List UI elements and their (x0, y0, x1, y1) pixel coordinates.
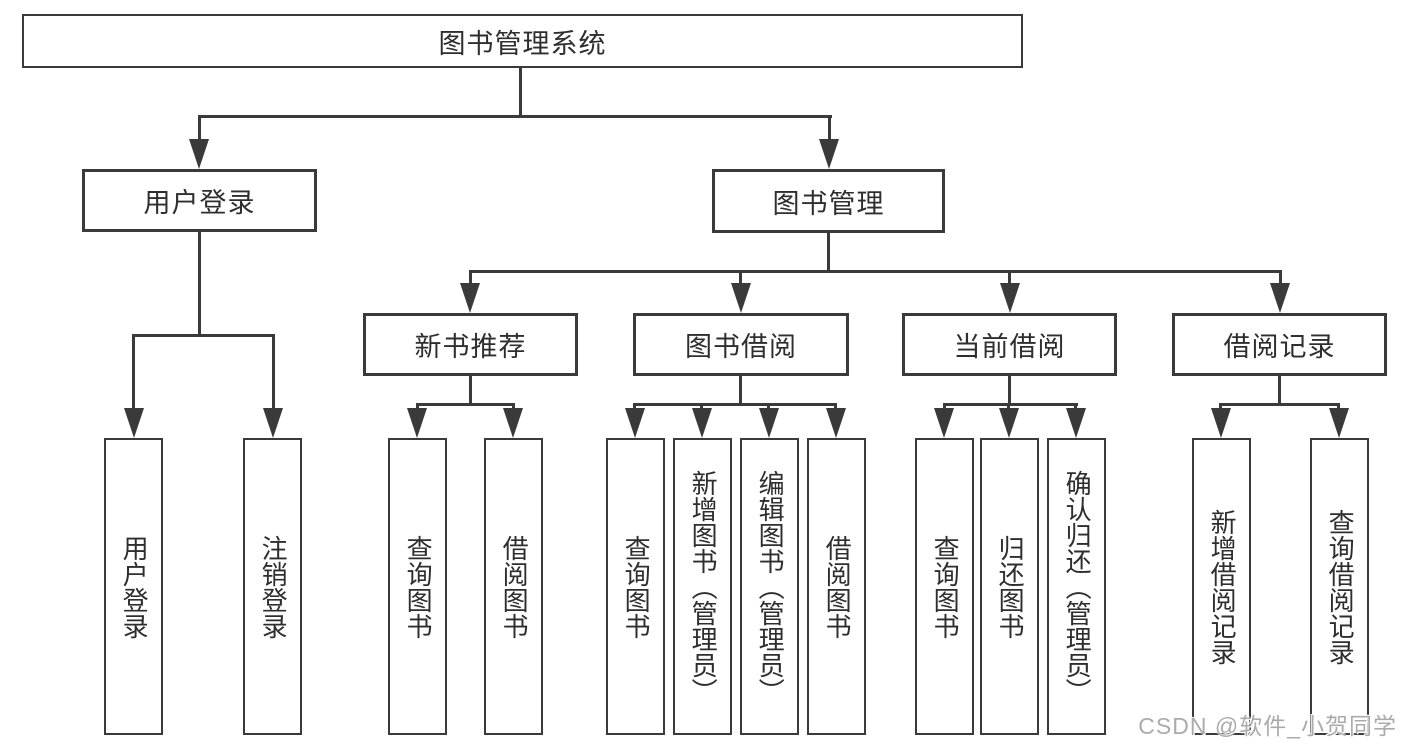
connector-user-leaf2-stub (272, 334, 275, 412)
arrowhead-icon (819, 139, 839, 169)
leaf-logout: 注销登录 (243, 438, 302, 735)
connector-user-leaf1-stub (132, 334, 135, 412)
leaf-current-return: 归还图书 (980, 438, 1039, 735)
node-current-borrow-label: 当前借阅 (953, 332, 1066, 362)
node-root-label: 图书管理系统 (438, 28, 607, 59)
leaf-label: 注销登录 (258, 534, 289, 639)
arrowhead-icon (731, 283, 751, 313)
leaf-label: 查询图书 (621, 534, 652, 639)
connector-user-hline (132, 334, 275, 337)
arrowhead-icon (1329, 408, 1349, 438)
leaf-label: 新增图书（管理员） (688, 469, 719, 704)
leaf-newbooks-query: 查询图书 (388, 438, 447, 735)
leaf-label: 查询借阅记录 (1325, 508, 1356, 665)
connector-root-stem (519, 67, 522, 117)
connector-newbooks-stub (469, 270, 472, 288)
connector-level2-hline (469, 270, 1282, 273)
leaf-label: 借阅图书 (822, 534, 853, 639)
connector-records-stem (1278, 375, 1281, 406)
node-root: 图书管理系统 (22, 14, 1023, 68)
arrowhead-icon (625, 408, 645, 438)
leaf-label: 借阅图书 (499, 534, 530, 639)
arrowhead-icon (999, 408, 1019, 438)
arrowhead-icon (934, 408, 954, 438)
arrowhead-icon (460, 283, 480, 313)
connector-bookborrow-stem (739, 375, 742, 406)
connector-mgmt-stem (827, 232, 830, 273)
leaf-borrow-add-admin: 新增图书（管理员） (673, 438, 732, 735)
leaf-label: 用户登录 (119, 534, 150, 639)
node-book-mgmt: 图书管理 (712, 169, 945, 233)
leaf-current-query: 查询图书 (915, 438, 974, 735)
arrowhead-icon (263, 408, 283, 438)
leaf-current-confirm-admin: 确认归还（管理员） (1047, 438, 1106, 735)
leaf-user-login: 用户登录 (104, 438, 163, 735)
connector-mgmt-stub (828, 115, 831, 145)
leaf-label: 新增借阅记录 (1207, 508, 1238, 665)
node-book-borrow: 图书借阅 (633, 313, 849, 376)
connector-currentborrow-hline (943, 403, 1078, 406)
leaf-borrow-borrow: 借阅图书 (807, 438, 866, 735)
connector-bookborrow-stub (739, 270, 742, 288)
connector-records-hline (1219, 403, 1340, 406)
arrowhead-icon (1000, 283, 1020, 313)
connector-user-stub (198, 115, 201, 145)
leaf-label: 归还图书 (995, 534, 1026, 639)
arrowhead-icon (189, 139, 209, 169)
connector-records-stub (1279, 270, 1282, 288)
connector-currentborrow-stem (1008, 375, 1011, 406)
node-user-login: 用户登录 (82, 169, 317, 232)
node-borrow-records-label: 借阅记录 (1223, 332, 1336, 362)
leaf-records-add: 新增借阅记录 (1192, 438, 1251, 735)
arrowhead-icon (1270, 283, 1290, 313)
node-borrow-records: 借阅记录 (1172, 313, 1387, 376)
leaf-label: 确认归还（管理员） (1062, 469, 1093, 704)
leaf-label: 查询图书 (403, 534, 434, 639)
leaf-records-query: 查询借阅记录 (1310, 438, 1369, 735)
node-current-borrow: 当前借阅 (902, 313, 1117, 376)
node-book-mgmt-label: 图书管理 (772, 188, 885, 219)
arrowhead-icon (407, 408, 427, 438)
connector-user-stem (198, 231, 201, 337)
csdn-watermark: CSDN @软件_小贺同学 (1138, 713, 1397, 739)
node-book-borrow-label: 图书借阅 (685, 332, 797, 362)
connector-bookborrow-hline (633, 403, 837, 406)
arrowhead-icon (759, 408, 779, 438)
arrowhead-icon (1211, 408, 1231, 438)
connector-newbooks-stem (469, 375, 472, 406)
arrowhead-icon (692, 408, 712, 438)
leaf-newbooks-borrow: 借阅图书 (484, 438, 543, 735)
leaf-borrow-query: 查询图书 (606, 438, 665, 735)
node-user-login-label: 用户登录 (143, 188, 256, 218)
leaf-borrow-edit-admin: 编辑图书（管理员） (740, 438, 799, 735)
leaf-label: 编辑图书（管理员） (755, 469, 786, 704)
node-new-books-label: 新书推荐 (414, 332, 527, 362)
node-new-books: 新书推荐 (363, 313, 578, 376)
connector-level1-hline (198, 115, 832, 118)
connector-newbooks-hline (416, 403, 515, 406)
connector-currentborrow-stub (1008, 270, 1011, 288)
arrowhead-icon (826, 408, 846, 438)
arrowhead-icon (124, 408, 144, 438)
arrowhead-icon (1066, 408, 1086, 438)
leaf-label: 查询图书 (930, 534, 961, 639)
arrowhead-icon (503, 408, 523, 438)
